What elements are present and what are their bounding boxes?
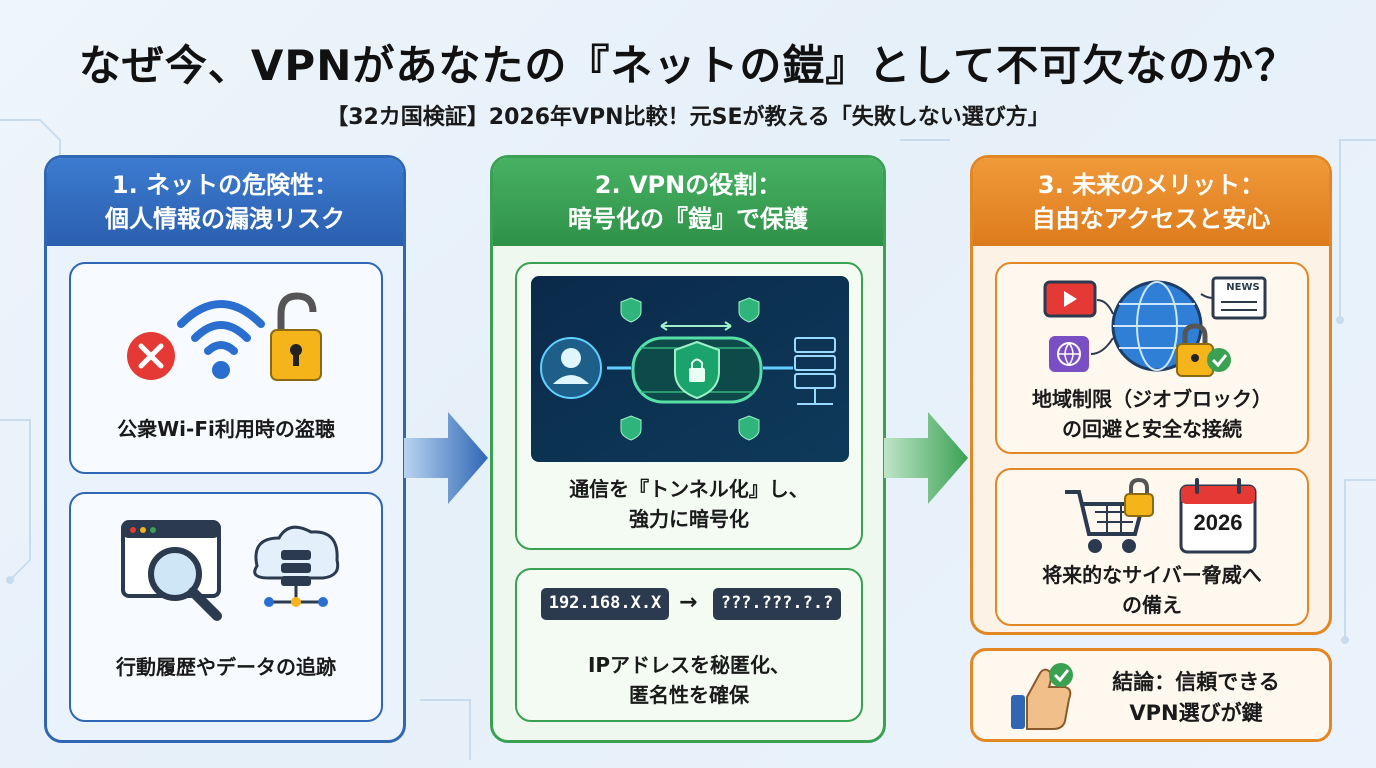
padlock-check-icon [1176, 323, 1231, 377]
user-icon [540, 337, 602, 399]
padlock-icon [1124, 478, 1154, 517]
globe-icon-small [1049, 336, 1089, 372]
column-heading: 1. ネットの危険性： 個人情報の漏洩リスク [47, 158, 403, 246]
cloud-database-icon [253, 525, 340, 607]
card-public-wifi: 公衆Wi-Fi利用時の盗聴 [69, 262, 383, 474]
ip-original-box: 192.168.X.X [541, 588, 669, 620]
column-heading: 3. 未来のメリット： 自由なアクセスと安心 [973, 158, 1329, 246]
column-heading-line2: 個人情報の漏洩リスク [105, 205, 345, 233]
video-play-icon [1043, 280, 1097, 318]
error-x-icon [127, 332, 175, 380]
wifi-risk-illustration [127, 292, 322, 381]
card-text-line2: 強力に暗号化 [629, 507, 749, 531]
card-text-line1: 将来的なサイバー脅威へ [1042, 563, 1262, 587]
card-tunnel: 通信を『トンネル化』し、 強力に暗号化 [515, 262, 863, 550]
tunnel-encryption-illustration [531, 276, 849, 462]
card-text-line2: の回避と安全な接続 [1062, 417, 1242, 441]
column-vpn-role: 2. VPNの役割： 暗号化の『鎧』で保護 [490, 155, 886, 743]
wifi-icon [177, 300, 265, 355]
ip-masked-box: ???.???.?.? [713, 588, 841, 620]
card-ip-anonymity: 192.168.X.X → ???.???.?.? IPアドレスを秘匿化、 匿名… [515, 568, 863, 722]
shield-lock-icon [674, 340, 720, 400]
column-heading-line2: 暗号化の『鎧』で保護 [568, 205, 808, 233]
calendar-year: 2026 [1193, 510, 1243, 535]
column-risks: 1. ネットの危険性： 個人情報の漏洩リスク 公衆Wi-Fi利用時の盗聴 [44, 155, 406, 743]
ip-arrow: → [679, 590, 698, 615]
column-heading-line1: 1. ネットの危険性： [111, 171, 339, 199]
card-text: 地域制限（ジオブロック） の回避と安全な接続 [997, 384, 1307, 444]
magnifier-icon [148, 547, 222, 621]
flow-arrow-right-icon [884, 412, 968, 504]
card-text: 将来的なサイバー脅威へ の備え [997, 560, 1307, 620]
flow-arrow-right-icon [404, 412, 488, 504]
card-text-line2: 匿名性を確保 [629, 683, 749, 707]
card-geoblock: NEWS 地域制限（ジオブロック） の回避と安全な接続 [995, 262, 1309, 454]
card-text: 行動履歴やデータの追跡 [116, 655, 336, 679]
card-text: 公衆Wi-Fi利用時の盗聴 [117, 417, 335, 441]
conclusion-box: 結論：信頼できる VPN選びが鍵 [970, 648, 1332, 742]
column-heading-line2: 自由なアクセスと安心 [1031, 205, 1271, 233]
column-future-merits: 3. 未来のメリット： 自由なアクセスと安心 [970, 155, 1332, 635]
conclusion-text: 結論：信頼できる VPN選びが鍵 [1081, 667, 1311, 729]
thumbs-up-icon [1011, 663, 1073, 730]
column-heading: 2. VPNの役割： 暗号化の『鎧』で保護 [493, 158, 883, 246]
card-text-line1: 地域制限（ジオブロック） [1032, 387, 1272, 411]
calendar-icon [1179, 478, 1257, 554]
page-subtitle: 【32カ国検証】2026年VPN比較！元SEが教える「失敗しない選び方」 [326, 105, 1050, 130]
card-text: IPアドレスを秘匿化、 匿名性を確保 [517, 650, 861, 710]
card-text-line2: の備え [1122, 593, 1182, 617]
card-tracking: 行動履歴やデータの追跡 [69, 492, 383, 722]
page-title: なぜ今、VPNがあなたの『ネットの鎧』として不可欠なのか？ [78, 41, 1298, 90]
card-text-line1: 通信を『トンネル化』し、 [569, 477, 809, 501]
server-icon [794, 337, 836, 405]
card-text: 通信を『トンネル化』し、 強力に暗号化 [517, 474, 861, 534]
geoblock-illustration [1043, 276, 1267, 377]
column-heading-line1: 2. VPNの役割： [594, 171, 782, 199]
card-text-line1: IPアドレスを秘匿化、 [587, 653, 791, 677]
unlocked-padlock-icon [270, 292, 322, 381]
news-icon [1211, 276, 1267, 320]
news-label: NEWS [1226, 282, 1260, 293]
tracking-illustration [121, 520, 340, 621]
card-future-threats: 2026 将来的なサイバー脅威へ の備え [995, 468, 1309, 626]
future-threat-illustration [1065, 478, 1257, 554]
conclusion-line1: 結論：信頼できる [1112, 670, 1280, 694]
conclusion-line2: VPN選びが鍵 [1129, 701, 1263, 725]
column-heading-line1: 3. 未来のメリット： [1037, 171, 1265, 199]
